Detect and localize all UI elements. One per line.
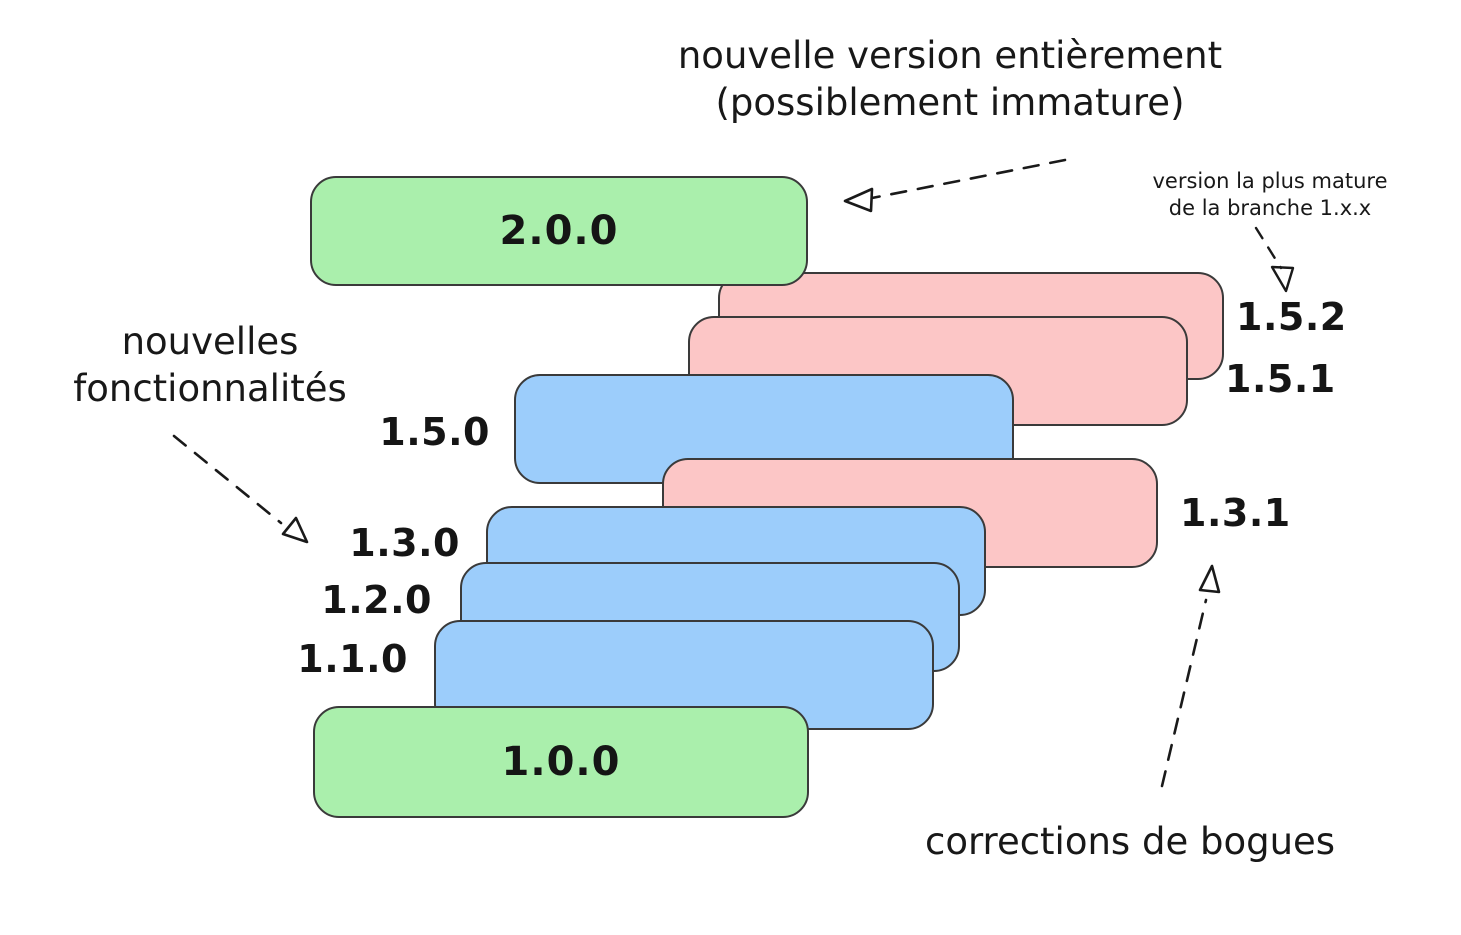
- annotation-bug-fixes: corrections de bogues: [925, 820, 1336, 863]
- version-bar-label-1-0-0: 1.0.0: [501, 739, 621, 785]
- version-bar-2-0-0[interactable]: 2.0.0: [310, 176, 808, 286]
- arrow-new-major-version: [843, 158, 1067, 213]
- annotation-most-mature-version: version la plus mature de la branche 1.x…: [1152, 169, 1388, 221]
- arrow-most-mature-version: [1254, 226, 1295, 293]
- arrow-new-features: [172, 434, 309, 544]
- annotation-new-major-version: nouvelle version entièrement (possibleme…: [677, 34, 1223, 125]
- arrow-bug-fixes: [1160, 564, 1221, 788]
- version-label-1-5-1: 1.5.1: [1225, 357, 1336, 401]
- annotation-new-features: nouvelles fonctionnalités: [73, 320, 347, 411]
- version-label-1-1-0: 1.1.0: [297, 637, 408, 681]
- version-label-1-5-2: 1.5.2: [1236, 295, 1347, 339]
- version-label-1-2-0: 1.2.0: [321, 578, 432, 622]
- version-bar-1-0-0[interactable]: 1.0.0: [313, 706, 809, 818]
- version-bar-label-2-0-0: 2.0.0: [499, 208, 619, 254]
- version-label-1-5-0: 1.5.0: [379, 410, 490, 454]
- version-label-1-3-0: 1.3.0: [349, 521, 460, 565]
- version-label-1-3-1: 1.3.1: [1180, 491, 1291, 535]
